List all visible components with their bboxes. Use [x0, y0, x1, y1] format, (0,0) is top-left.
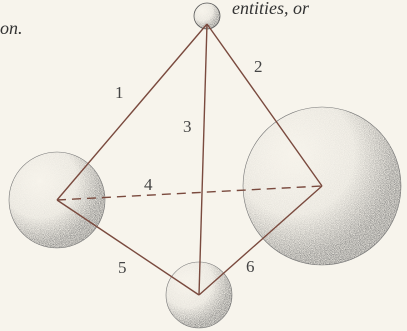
edge-label-4: 4 — [144, 175, 153, 194]
edge-6 — [198, 185, 323, 296]
sphere-top — [193, 2, 221, 30]
edge-label-6: 6 — [246, 257, 255, 276]
edge-1 — [56, 23, 208, 201]
edge-2 — [206, 23, 323, 187]
edge-3 — [198, 23, 208, 296]
edge-label-1: 1 — [115, 83, 124, 102]
edge-5 — [56, 199, 200, 296]
edge-label-3: 3 — [183, 117, 192, 136]
caption-line-1: entities, or — [232, 0, 309, 18]
edge-label-2: 2 — [254, 57, 263, 76]
edge-label-5: 5 — [118, 258, 127, 277]
caption-line-2: on. — [0, 18, 23, 38]
edges — [56, 23, 323, 296]
